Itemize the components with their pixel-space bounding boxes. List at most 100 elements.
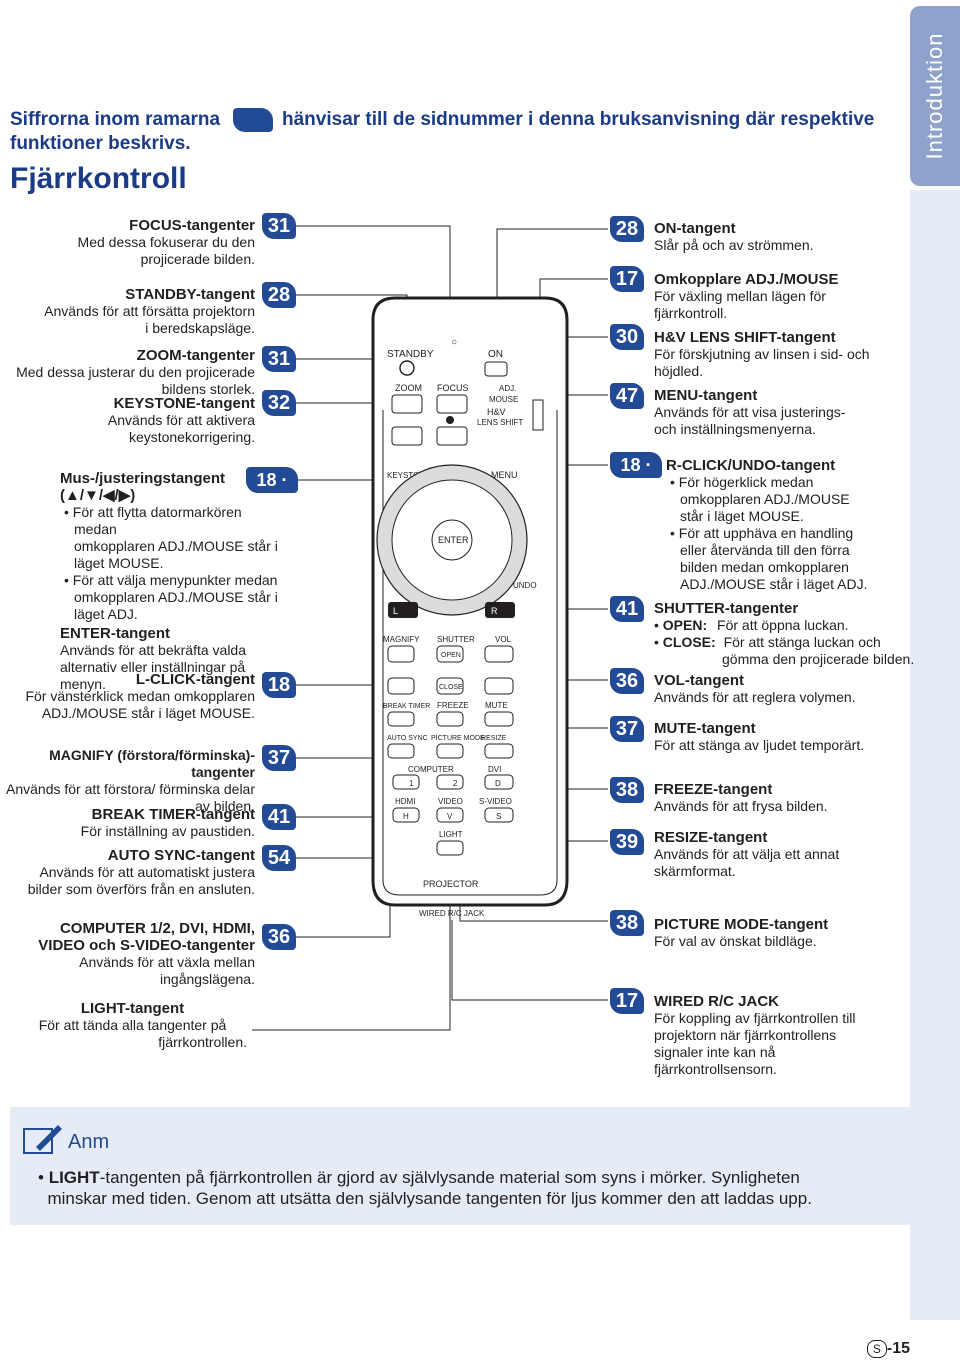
hv-line: höjdled.: [654, 363, 704, 379]
remote-keystone-label: KEYSTONE: [387, 471, 430, 480]
page-ref-lclick: 18: [262, 672, 296, 698]
auto-sync-button[interactable]: [387, 743, 415, 759]
section-tab: Introduktion: [910, 6, 960, 186]
remote-hdmi-label: HDMI: [395, 797, 415, 806]
freeze-button[interactable]: [436, 711, 464, 727]
on-title: ON-tangent: [654, 220, 736, 237]
mouse-arrows: (▲/▼/◀/▶): [60, 487, 136, 504]
focus-plus-button[interactable]: [436, 394, 468, 414]
magnify-line: Används för att förstora/ förminska dela…: [6, 781, 255, 797]
picmode-title: PICTURE MODE-tangent: [654, 916, 829, 933]
remote-h-label: H: [403, 812, 409, 821]
lclick-line: ADJ./MOUSE står i läget MOUSE.: [41, 705, 255, 721]
lclick-desc: L-CLICK-tangent För vänsterklick medan o…: [10, 671, 255, 722]
video-button[interactable]: [436, 807, 464, 823]
wired-desc: WIRED R/C JACK För koppling av fjärrkont…: [654, 993, 904, 1078]
mouse-b1-l3: läget MOUSE.: [74, 555, 164, 571]
rclick-b1-l3: står i läget MOUSE.: [680, 508, 804, 524]
page-ref-focus: 31: [262, 213, 296, 239]
focus-line: Med dessa fokuserar du den: [77, 234, 255, 250]
mute-button[interactable]: [484, 711, 514, 727]
computer-1-button[interactable]: [392, 774, 420, 790]
menu-title: MENU-tangent: [654, 387, 758, 404]
svg-text:○: ○: [451, 337, 457, 348]
page-ref-adjmouse: 17: [610, 266, 644, 292]
shutter-close-button[interactable]: [436, 677, 464, 695]
freeze-line: Används för att frysa bilden.: [654, 798, 828, 814]
computer-2-button[interactable]: [436, 774, 464, 790]
break-desc: BREAK TIMER-tangent För inställning av p…: [10, 806, 255, 840]
focus-desc: FOCUS-tangenter Med dessa fokuserar du d…: [10, 217, 255, 268]
on-button[interactable]: [484, 361, 508, 377]
wired-line: signaler inte kan nå: [654, 1044, 776, 1060]
light-button[interactable]: [436, 840, 464, 856]
shutter-open-button[interactable]: [436, 645, 464, 663]
zoom-title: ZOOM-tangenter: [136, 347, 255, 364]
autosync-line: Används för att automatiskt justera: [39, 864, 255, 880]
adjmouse-line: fjärrkontroll.: [654, 305, 728, 321]
freeze-desc: FREEZE-tangent Används för att frysa bil…: [654, 781, 904, 815]
enter-line: Används för att bekräfta valda: [60, 642, 246, 658]
vol-minus-button[interactable]: [484, 677, 514, 695]
remote-r-label: R: [491, 606, 498, 616]
svideo-button[interactable]: [484, 807, 514, 823]
break-timer-button[interactable]: [387, 711, 415, 727]
adjmouse-line: För växling mellan lägen för: [654, 288, 826, 304]
hv-title: H&V LENS SHIFT-tangent: [654, 329, 836, 346]
remote-dvi-label: DVI: [488, 765, 501, 774]
focus-minus-button[interactable]: [436, 426, 468, 446]
l-click-button[interactable]: [388, 602, 418, 618]
enter-line: alternativ eller inställningar på: [60, 659, 246, 675]
shutter-open-value: För att öppna luckan.: [717, 617, 849, 633]
mouse-b1-l2: omkopplaren ADJ./MOUSE står i: [74, 538, 278, 554]
note-box: Anm • LIGHT-tangenten på fjärrkontrollen…: [10, 1107, 910, 1225]
zoom-plus-button[interactable]: [391, 394, 423, 414]
remote-projector-label: PROJECTOR: [423, 879, 479, 889]
page-ref-inputs: 36: [262, 924, 296, 950]
header-line1-left: Siffrorna inom ramarna: [10, 109, 221, 130]
standby-desc: STANDBY-tangent Används för att försätta…: [10, 286, 255, 337]
remote-shutter-label: SHUTTER: [437, 635, 475, 644]
header-line1-right: hänvisar till de sidnummer i denna bruks…: [282, 109, 875, 130]
r-click-button[interactable]: [485, 602, 515, 618]
resize-button[interactable]: [484, 743, 514, 759]
adjmouse-desc: Omkopplare ADJ./MOUSE För växling mellan…: [654, 271, 904, 322]
note-text: • LIGHT-tangenten på fjärrkontrollen är …: [38, 1168, 812, 1208]
picmode-desc: PICTURE MODE-tangent För val av önskat b…: [654, 916, 904, 950]
inputs-title: VIDEO och S-VIDEO-tangenter: [38, 937, 255, 954]
zoom-minus-button[interactable]: [391, 426, 423, 446]
rclick-b2-l4: ADJ./MOUSE står i läget ADJ.: [680, 576, 868, 592]
page-ref-shutter: 41: [610, 596, 644, 622]
dvi-button[interactable]: [484, 774, 514, 790]
wired-title: WIRED R/C JACK: [654, 993, 780, 1010]
remote-focus-label: FOCUS: [437, 383, 469, 393]
autosync-desc: AUTO SYNC-tangent Används för att automa…: [10, 847, 255, 898]
magnify-title: MAGNIFY (förstora/förminska)-tangenter: [49, 747, 255, 780]
standby-title: STANDBY-tangent: [125, 286, 255, 303]
standby-button[interactable]: [399, 360, 415, 376]
page-ref-on: 28: [610, 216, 644, 242]
wired-line: projektorn när fjärrkontrollens: [654, 1027, 837, 1043]
pencil-icon: [23, 1125, 62, 1154]
page-ref-mute: 37: [610, 716, 644, 742]
enter-button[interactable]: [431, 519, 473, 561]
hv-line: För förskjutning av linsen i sid- och: [654, 346, 870, 362]
magnify-minus-button[interactable]: [387, 677, 415, 695]
page-ref-vol: 36: [610, 668, 644, 694]
vol-plus-button[interactable]: [484, 645, 514, 663]
picture-mode-button[interactable]: [436, 743, 464, 759]
enter-line: menyn.: [60, 676, 106, 692]
magnify-plus-button[interactable]: [387, 645, 415, 663]
hdmi-button[interactable]: [392, 807, 420, 823]
shutter-close-value: För att stänga luckan och: [723, 634, 881, 650]
keystone-line: keystonekorrigering.: [128, 429, 255, 445]
light-line: För att tända alla tangenter på: [38, 1017, 227, 1033]
remote-enter-label: ENTER: [438, 535, 469, 545]
note-label: Anm: [68, 1131, 110, 1153]
remote-v-label: V: [447, 812, 453, 821]
mute-desc: MUTE-tangent För att stänga av ljudet te…: [654, 720, 904, 754]
inputs-desc: COMPUTER 1/2, DVI, HDMI, VIDEO och S-VID…: [10, 920, 255, 988]
remote-c1-label: 1: [409, 779, 414, 788]
